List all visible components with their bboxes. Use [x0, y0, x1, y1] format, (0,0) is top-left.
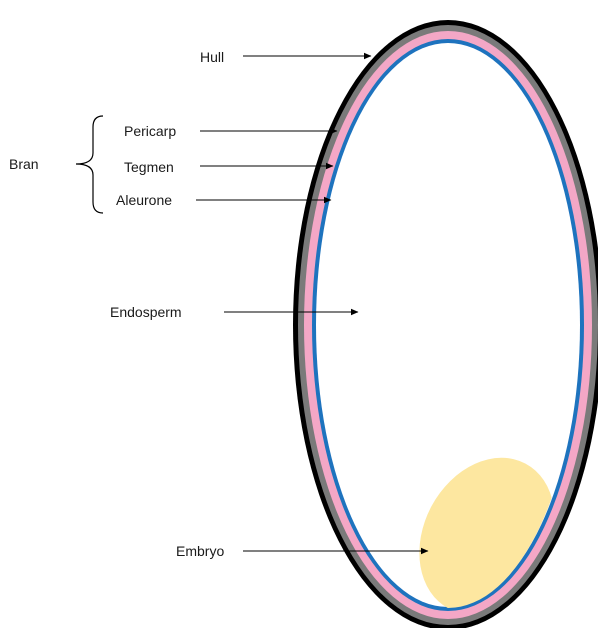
embryo-label: Embryo	[176, 543, 224, 559]
hull-label: Hull	[200, 49, 224, 65]
bran-brace	[76, 116, 103, 213]
bran-label: Bran	[9, 156, 39, 172]
endosperm-label: Endosperm	[110, 304, 182, 320]
pericarp-label: Pericarp	[124, 123, 176, 139]
aleurone-label: Aleurone	[116, 192, 172, 208]
tegmen-label: Tegmen	[124, 159, 174, 175]
